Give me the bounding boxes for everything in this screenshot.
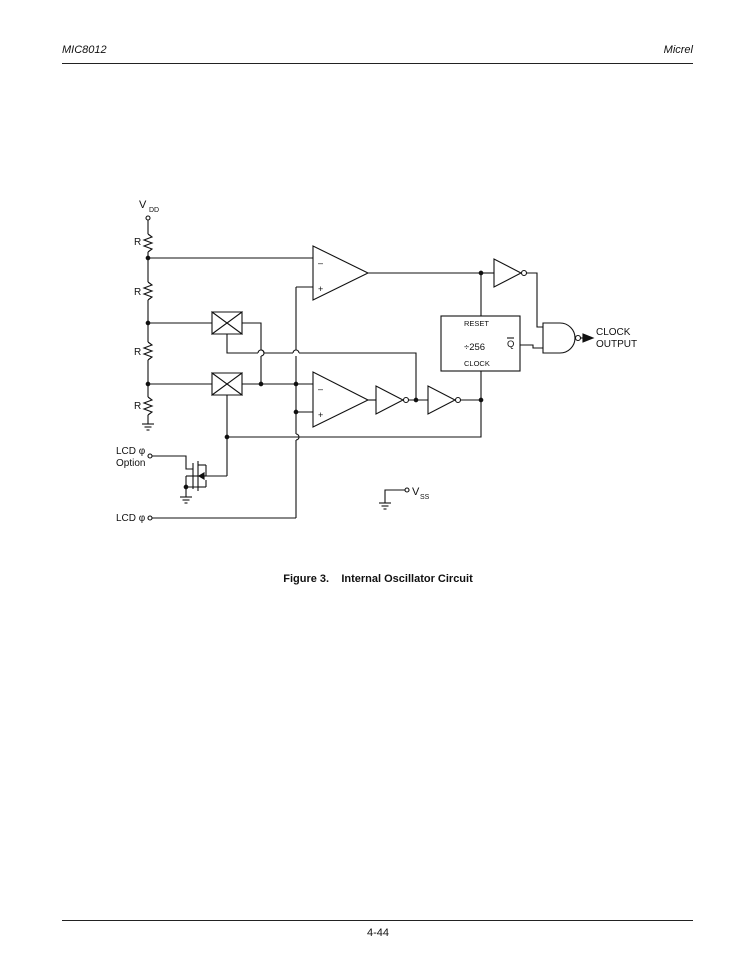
resistor-2 xyxy=(142,281,154,301)
figure-title: Internal Oscillator Circuit xyxy=(341,573,473,585)
svg-text:–: – xyxy=(318,258,323,268)
vss-subscript: SS xyxy=(420,494,430,501)
lcd-phi-label: LCD φ xyxy=(116,513,146,524)
resistor-3 xyxy=(142,341,154,361)
lcd-option-label-1: LCD φ xyxy=(116,446,146,457)
vdd-terminal xyxy=(145,215,151,221)
inverter-top xyxy=(493,258,523,288)
header-rule xyxy=(62,63,693,64)
mosfet-transistor xyxy=(183,461,227,497)
vss-label: V xyxy=(412,486,420,498)
lcd-option-label-2: Option xyxy=(116,458,145,469)
inverter-bottom-1 xyxy=(375,385,405,415)
svg-text:–: – xyxy=(318,384,323,394)
svg-text:÷256: ÷256 xyxy=(464,342,485,353)
resistor-label-4: R xyxy=(134,401,141,412)
header-brand: Micrel xyxy=(663,44,693,56)
resistor-4 xyxy=(142,396,154,416)
vdd-subscript: DD xyxy=(149,207,159,214)
resistor-label-1: R xyxy=(134,237,141,248)
nand-gate xyxy=(542,322,576,354)
svg-text:Q: Q xyxy=(507,339,514,350)
svg-text:CLOCK: CLOCK xyxy=(464,359,490,368)
svg-text:+: + xyxy=(318,410,323,420)
figure-number: Figure 3. xyxy=(283,573,330,585)
svg-text:+: + xyxy=(318,284,323,294)
resistor-label-3: R xyxy=(134,347,141,358)
clock-output-label-1: CLOCK xyxy=(596,327,631,338)
vdd-label: V xyxy=(139,199,147,211)
svg-text:RESET: RESET xyxy=(464,319,489,328)
comparator-top xyxy=(312,245,370,301)
figure-caption: Figure 3. Internal Oscillator Circuit xyxy=(0,573,756,585)
comparator-bottom xyxy=(312,371,370,428)
header-part-number: MIC8012 xyxy=(62,44,107,56)
inverter-bottom-2 xyxy=(427,385,457,415)
resistor-1 xyxy=(142,233,154,253)
clock-output-label-2: OUTPUT xyxy=(596,339,637,350)
footer-rule xyxy=(62,920,693,921)
transmission-gate-1 xyxy=(211,310,243,336)
resistor-label-2: R xyxy=(134,287,141,298)
page-number: 4-44 xyxy=(366,927,390,939)
transmission-gate-2 xyxy=(211,371,243,397)
